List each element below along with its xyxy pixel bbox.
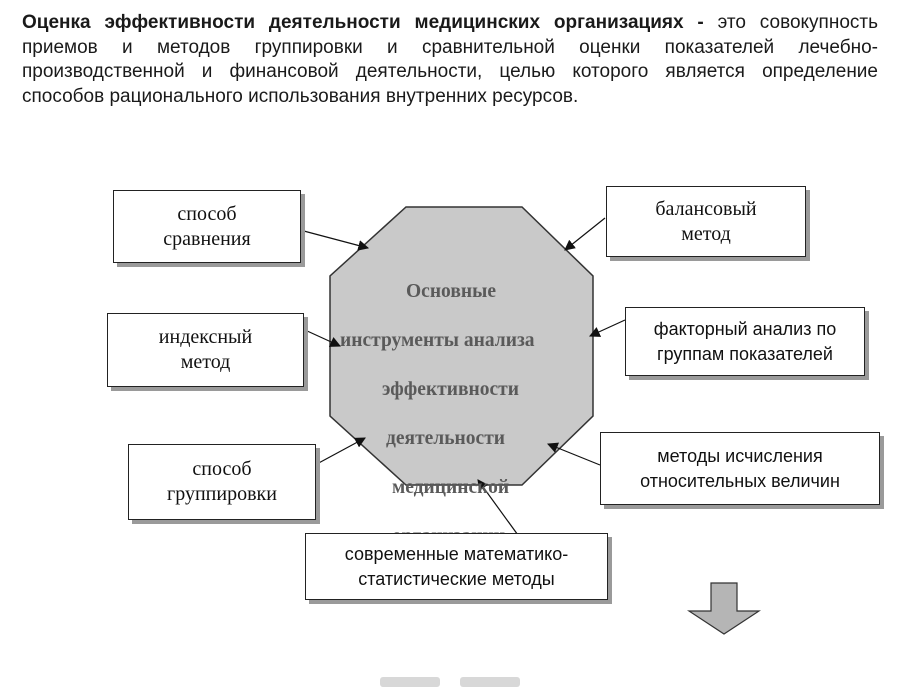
connector-math — [477, 479, 524, 543]
box-balance-method: балансовый метод — [606, 186, 806, 257]
center-line-4: деятельности — [386, 427, 506, 449]
connector-factor — [589, 319, 626, 337]
nav-prev-button[interactable] — [380, 677, 440, 687]
box-relative-values: методы исчисления относительных величин — [600, 432, 880, 505]
center-line-1: Основные — [406, 280, 496, 302]
center-title: Основные инструменты анализа эффективнос… — [330, 255, 592, 574]
intro-definition: это совокупность приемов и методов групп… — [22, 12, 878, 107]
box-relative-label: методы исчисления относительных величин — [640, 445, 840, 491]
box-comparison-label: способ сравнения — [163, 202, 251, 250]
box-index-label: индексный метод — [158, 326, 253, 373]
intro-term: Оценка эффективности деятельности медици… — [22, 12, 704, 33]
center-line-3: эффективности — [382, 378, 519, 400]
center-line-2: инструменты анализа — [340, 329, 535, 351]
box-index-method: индексный метод — [107, 313, 304, 387]
intro-paragraph: Оценка эффективности деятельности медици… — [22, 11, 878, 109]
box-factor-analysis: факторный анализ по группам показателей — [625, 307, 865, 376]
center-line-5: медицинской — [392, 476, 510, 498]
connector-balance — [564, 217, 606, 251]
box-grouping-method: способ группировки — [128, 444, 316, 520]
box-factor-label: факторный анализ по группам показателей — [653, 318, 837, 364]
connector-grouping — [314, 437, 366, 466]
connector-relative — [546, 442, 601, 466]
connector-index — [304, 329, 341, 347]
box-grouping-label: способ группировки — [167, 458, 277, 505]
box-balance-label: балансовый метод — [655, 197, 757, 245]
box-math-statistical: современные математико- статистические м… — [305, 533, 608, 600]
box-comparison-method: способ сравнения — [113, 190, 301, 263]
box-math-label: современные математико- статистические м… — [344, 543, 569, 589]
down-arrow-icon[interactable] — [686, 582, 762, 635]
connector-comparison — [299, 229, 370, 251]
nav-next-button[interactable] — [460, 677, 520, 687]
central-octagon — [329, 206, 594, 486]
